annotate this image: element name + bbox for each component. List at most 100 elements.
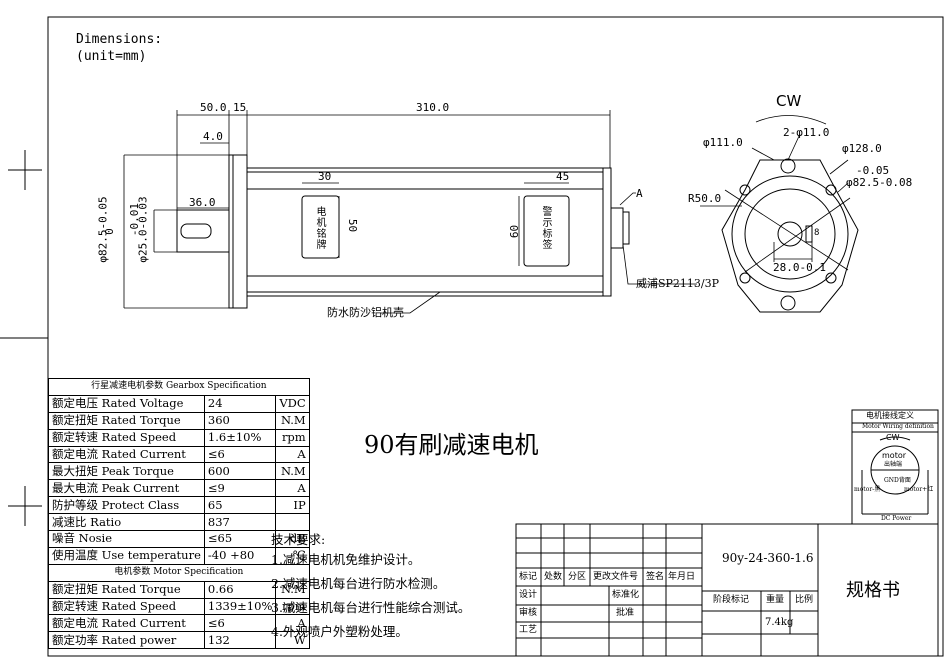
front-view-outline	[721, 158, 859, 313]
spec-label: 最大电流 Peak Current	[48, 479, 205, 498]
spec-unit: A	[275, 479, 310, 498]
spec-unit: N.M	[275, 580, 310, 599]
wiring-title-en: Motor Wiring definition	[862, 423, 934, 430]
wiring-dc: DC Power	[881, 515, 912, 522]
requirement-item: 1.减速电机机免维护设计。	[271, 552, 421, 567]
dia-128: φ128.0	[842, 142, 882, 155]
spec-label: 减速比 Ratio	[48, 513, 205, 532]
tb-header-count: 处数	[544, 572, 563, 582]
spec-label: 额定转速 Rated Speed	[48, 428, 205, 447]
spec-unit: rpm	[275, 597, 310, 616]
nameplate-label: 电机铭牌	[314, 206, 325, 250]
pilot-tolerance: 0	[102, 228, 116, 235]
dimensions-label: Dimensions:	[76, 32, 163, 47]
tb-header-mark: 标记	[519, 572, 538, 582]
wiring-title-cn: 电机接线定义	[866, 411, 914, 420]
spec-section-heading: 电机参数 Motor Specification	[48, 563, 310, 582]
side-view-dims	[123, 110, 697, 314]
drawing-title: 90有刷减速电机	[364, 431, 539, 459]
tb-scale: 比例	[795, 595, 814, 605]
wiring-minus: motor-黑	[854, 486, 881, 493]
sheet-border	[47, 16, 944, 657]
wiring-cw: CW	[886, 433, 900, 442]
requirement-item: 3.减速电机每台进行性能综合测试。	[271, 600, 471, 615]
spec-label: 额定扭矩 Rated Torque	[48, 580, 205, 599]
unit-label: (unit=mm)	[76, 49, 147, 64]
spec-unit: ℃	[275, 546, 310, 565]
dim-50-vertical: 50	[346, 218, 360, 233]
dia-825-tol: -0.05	[856, 164, 890, 177]
tb-header-sign: 签名	[646, 572, 665, 582]
tb-header-zone: 分区	[568, 572, 587, 582]
warning-label: 警示标签	[540, 206, 551, 250]
spec-label: 额定电流 Rated Current	[48, 614, 205, 633]
spec-value: 1.6±10%	[203, 428, 277, 447]
spec-value: 1339±10%	[203, 597, 277, 616]
radius-50: R50.0	[688, 192, 722, 205]
dim-60: 60	[508, 224, 522, 239]
spec-value: 24	[203, 394, 277, 413]
dim-36: 36.0	[189, 196, 216, 209]
key-width-dim: 28.0-0.1	[773, 261, 826, 274]
spec-label: 防护等级 Protect Class	[48, 496, 205, 515]
tb-craft: 工艺	[519, 625, 538, 635]
spec-value: 0.66	[203, 580, 277, 599]
document-title: 规格书	[846, 580, 900, 601]
spec-label: 额定电压 Rated Voltage	[48, 394, 205, 413]
front-view-dims	[700, 115, 851, 273]
spec-value: ≤9	[203, 479, 277, 498]
spec-value: ≤65	[203, 530, 277, 548]
dim-50: 50.0	[200, 101, 227, 114]
spec-label: 使用温度 Use temperature	[48, 546, 205, 565]
spec-unit: IP	[275, 496, 310, 515]
tb-approve: 批准	[616, 608, 635, 618]
connector-label: 威浦SP2113/3P	[636, 277, 720, 290]
spec-value: 600	[203, 462, 277, 481]
wiring-shaft: 出轴端	[884, 461, 903, 468]
spec-row: 使用温度 Use temperature-40 +80℃	[48, 546, 310, 565]
tb-header-change: 更改文件号	[593, 572, 639, 582]
title-block-grid	[515, 523, 939, 657]
spec-unit: VDC	[275, 394, 310, 413]
tech-requirements: 技术要求: 1.减速电机机免维护设计。 2.减速电机每台进行防水检测。 3.减速…	[271, 529, 470, 645]
requirement-item: 4.外观喷户外塑粉处理。	[271, 624, 408, 639]
model-number: 90y-24-360-1.6	[722, 551, 814, 565]
spec-value: 360	[203, 411, 277, 430]
tb-header-date: 年月日	[668, 572, 696, 582]
tb-stage: 阶段标记	[713, 595, 750, 605]
dim-4: 4.0	[203, 130, 223, 143]
spec-value: 837	[203, 513, 277, 532]
dim-15: 15	[233, 101, 247, 114]
spec-value: -40 +80	[203, 546, 277, 565]
spec-label: 最大扭矩 Peak Torque	[48, 462, 205, 481]
wiring-plus: motor+红	[904, 486, 934, 493]
dim-30: 30	[318, 170, 332, 183]
tb-design: 设计	[519, 590, 538, 600]
holes-dim: 2-φ11.0	[783, 126, 830, 139]
requirement-item: 2.减速电机每台进行防水检测。	[271, 576, 446, 591]
spec-label: 额定电流 Rated Current	[48, 445, 205, 464]
spec-unit: N.M	[275, 462, 310, 481]
spec-unit: N.M	[275, 411, 310, 430]
spec-label: 额定转速 Rated Speed	[48, 597, 205, 616]
key-8-dim: 8	[814, 228, 820, 238]
spec-label: 额定扭矩 Rated Torque	[48, 411, 205, 430]
spec-section-heading: 行星减速电机参数 Gearbox Specification	[48, 378, 310, 396]
spec-unit: rpm	[275, 428, 310, 447]
connector-mark-a: A	[636, 187, 643, 200]
dim-45: 45	[556, 170, 570, 183]
spec-value: 132	[203, 631, 277, 650]
dia-825: φ82.5-0.08	[846, 176, 913, 189]
